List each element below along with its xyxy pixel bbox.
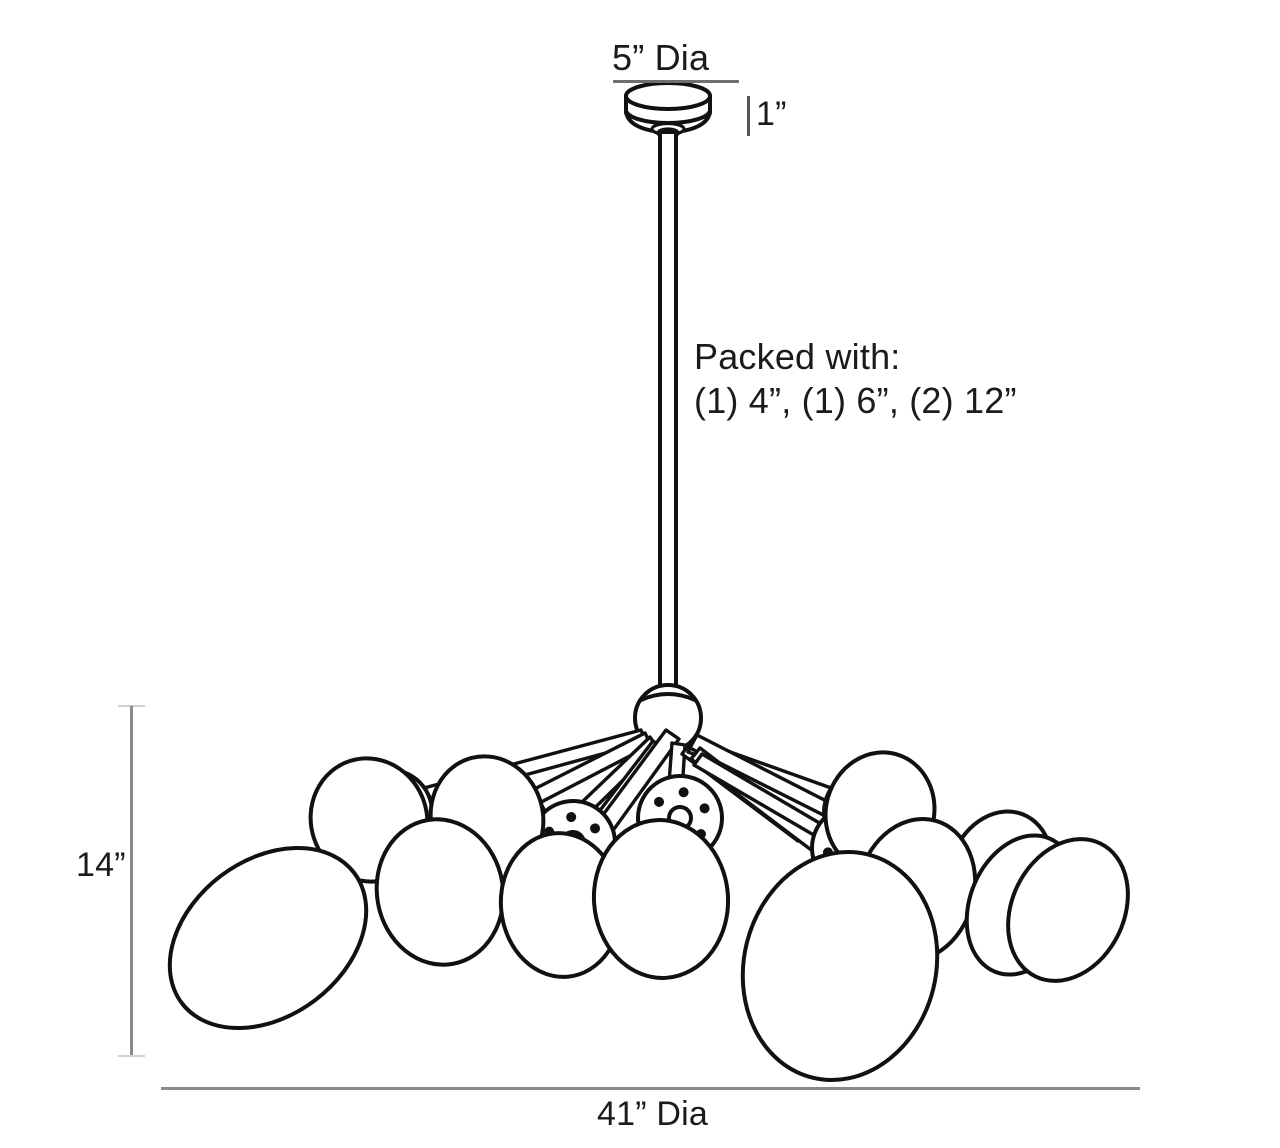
canopy-diameter-label: 5” Dia bbox=[612, 37, 710, 78]
globes-front-layer bbox=[167, 818, 940, 1082]
ceiling-canopy bbox=[624, 81, 712, 139]
height-dimension-line bbox=[130, 706, 133, 1056]
fixture-height-label: 14” bbox=[76, 846, 126, 884]
height-dimension-tick-bottom bbox=[118, 1055, 145, 1057]
canopy-height-label: 1” bbox=[756, 95, 787, 133]
fixture-diameter-label: 41” Dia bbox=[597, 1095, 709, 1133]
down-rod bbox=[658, 130, 678, 712]
width-dimension-line bbox=[161, 1087, 1140, 1090]
canopy-height-tick bbox=[747, 96, 750, 136]
packed-with-title: Packed with: bbox=[694, 336, 901, 377]
canopy-diameter-underline bbox=[613, 80, 739, 83]
packed-with-list: (1) 4”, (1) 6”, (2) 12” bbox=[694, 380, 1017, 421]
